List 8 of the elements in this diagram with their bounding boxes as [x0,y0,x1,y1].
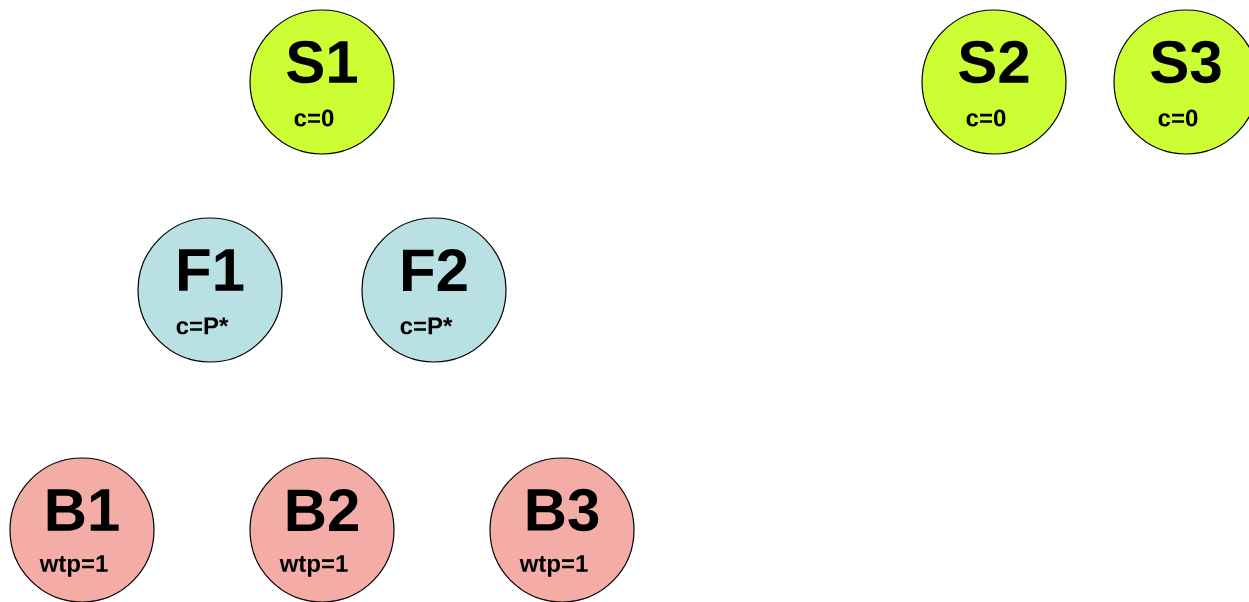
circle-node: B1 wtp=1 [9,457,155,602]
circle-node: B2 wtp=1 [249,457,395,602]
circle-node: S1 c=0 [249,9,395,155]
circle-node: F2 c=P* [361,217,507,363]
circle-node: S2 c=0 [921,9,1067,155]
circle-node: S3 c=0 [1113,9,1249,155]
circle-node: B3 wtp=1 [489,457,635,602]
circle-node: F1 c=P* [137,217,283,363]
